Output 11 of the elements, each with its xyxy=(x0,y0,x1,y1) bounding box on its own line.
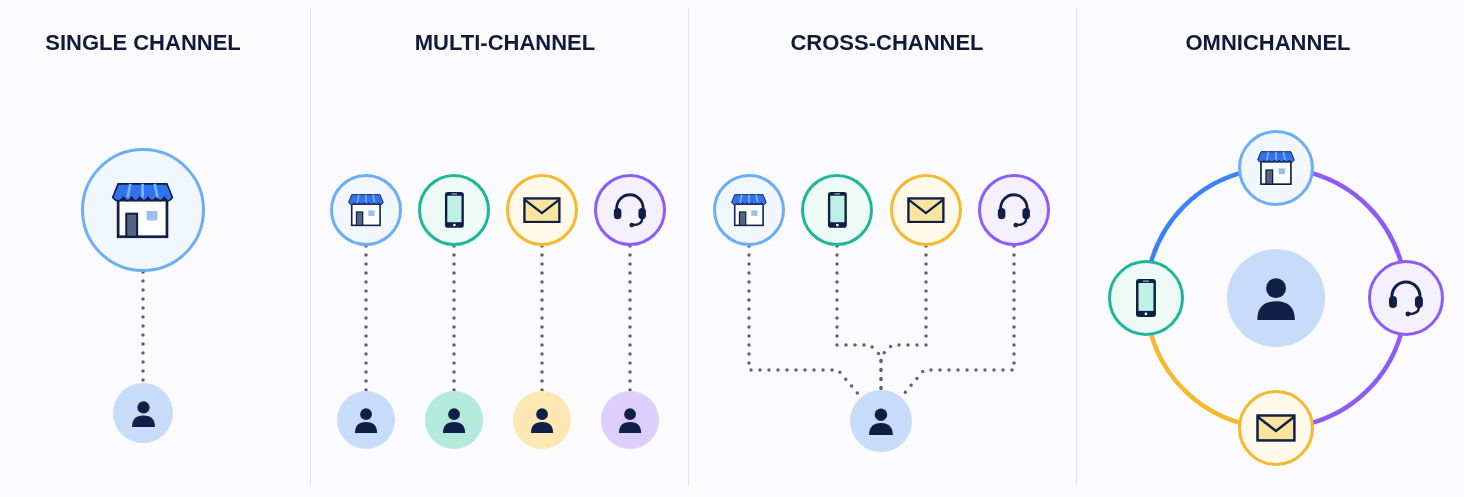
dotted-connector xyxy=(141,270,145,385)
dotted-connector xyxy=(364,244,368,393)
dotted-connector xyxy=(879,244,928,392)
dotted-connector xyxy=(452,244,456,393)
column-heading: SINGLE CHANNEL xyxy=(45,29,241,57)
column-heading: OMNICHANNEL xyxy=(1185,29,1351,57)
dotted-connector xyxy=(540,244,544,393)
column-heading: MULTI-CHANNEL xyxy=(414,29,596,57)
dotted-connector xyxy=(835,244,883,392)
column-heading: CROSS-CHANNEL xyxy=(790,29,984,57)
dotted-connector xyxy=(628,244,632,393)
